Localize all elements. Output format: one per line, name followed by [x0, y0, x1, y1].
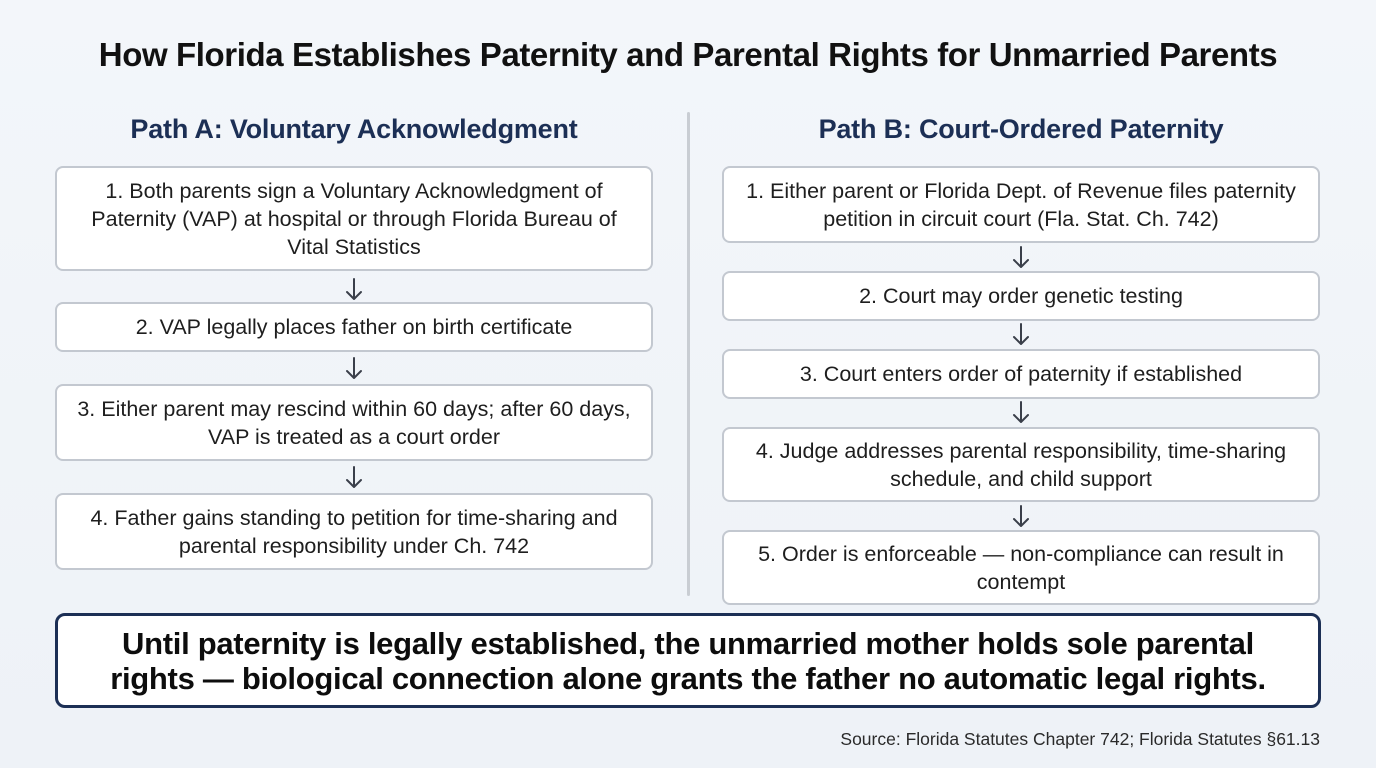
diagram-title: How Florida Establishes Paternity and Pa… — [98, 36, 1278, 73]
path-a-step-1: 1. Both parents sign a Voluntary Acknowl… — [55, 166, 653, 271]
arrow-down-icon — [339, 463, 369, 493]
path-b-heading: Path B: Court-Ordered Paternity — [818, 114, 1224, 144]
path-a-step-4: 4. Father gains standing to petition for… — [55, 493, 653, 570]
path-b-step-3: 3. Court enters order of paternity if es… — [722, 349, 1320, 399]
arrow-down-icon — [339, 354, 369, 384]
path-b-step-1: 1. Either parent or Florida Dept. of Rev… — [722, 166, 1320, 243]
path-a-step-3: 3. Either parent may rescind within 60 d… — [55, 384, 653, 461]
path-b-step-2: 2. Court may order genetic testing — [722, 271, 1320, 321]
arrow-down-icon — [1006, 320, 1036, 350]
column-divider — [687, 112, 690, 596]
path-b-step-4: 4. Judge addresses parental responsibili… — [722, 427, 1320, 502]
arrow-down-icon — [1006, 502, 1036, 532]
path-b-step-5: 5. Order is enforceable — non-compliance… — [722, 530, 1320, 605]
arrow-down-icon — [1006, 398, 1036, 428]
path-a-heading: Path A: Voluntary Acknowledgment — [130, 114, 578, 144]
arrow-down-icon — [1006, 243, 1036, 273]
path-a-step-2: 2. VAP legally places father on birth ce… — [55, 302, 653, 352]
source-citation: Source: Florida Statutes Chapter 742; Fl… — [840, 729, 1320, 749]
key-takeaway-banner: Until paternity is legally established, … — [55, 613, 1321, 708]
arrow-down-icon — [339, 275, 369, 305]
